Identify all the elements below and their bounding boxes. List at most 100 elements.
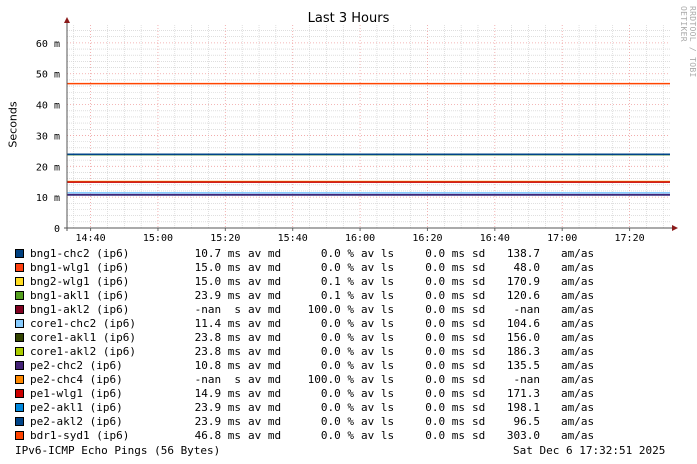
sd-value: 0.0 ms <box>425 387 465 400</box>
series-name: core1-chc2 (ip6) <box>30 317 136 330</box>
series-name: core1-akl1 (ip6) <box>30 331 136 344</box>
y-tick-label: 50 m <box>36 70 60 81</box>
median-value: 23.9 ms <box>194 401 241 414</box>
amas-label: am/as <box>561 289 595 302</box>
amas-value: -nan <box>513 373 541 386</box>
series-name: pe2-akl2 (ip6) <box>30 415 123 428</box>
y-tick-label: 60 m <box>36 39 60 50</box>
legend-swatch <box>15 389 24 398</box>
median-label: av md <box>248 373 282 386</box>
sd-label: sd <box>472 261 486 274</box>
median-value: 23.9 ms <box>194 415 241 428</box>
chart-title: Last 3 Hours <box>307 11 390 26</box>
series-name: bdr1-syd1 (ip6) <box>30 429 130 442</box>
legend-swatch <box>15 263 24 272</box>
amas-label: am/as <box>561 429 595 442</box>
loss-label: av ls <box>361 401 395 414</box>
median-label: av md <box>248 317 282 330</box>
probe-description: IPv6-ICMP Echo Pings (56 Bytes) <box>15 444 221 457</box>
loss-label: av ls <box>361 373 395 386</box>
loss-value: 0.0 % <box>320 247 354 260</box>
amas-label: am/as <box>561 373 595 386</box>
sd-value: 0.0 ms <box>425 415 465 428</box>
amas-value: 138.7 <box>506 247 540 260</box>
amas-value: 48.0 <box>513 261 541 274</box>
sd-label: sd <box>472 345 486 358</box>
sd-value: 0.0 ms <box>425 317 465 330</box>
series-name: bng1-wlg1 (ip6) <box>30 261 130 274</box>
sd-value: 0.0 ms <box>425 289 465 302</box>
median-label: av md <box>248 247 282 260</box>
sd-value: 0.0 ms <box>425 429 465 442</box>
series-name: bng1-akl2 (ip6) <box>30 303 130 316</box>
sd-label: sd <box>472 415 486 428</box>
legend-swatch <box>15 249 24 258</box>
sd-value: 0.0 ms <box>425 275 465 288</box>
loss-label: av ls <box>361 331 395 344</box>
loss-label: av ls <box>361 387 395 400</box>
median-value: 23.8 ms <box>194 331 241 344</box>
amas-label: am/as <box>561 317 595 330</box>
y-tick-label: 30 m <box>36 131 60 142</box>
loss-value: 0.1 % <box>320 289 354 302</box>
sd-label: sd <box>472 401 486 414</box>
x-tick-label: 17:00 <box>547 233 577 244</box>
legend-swatch <box>15 375 24 384</box>
median-value: 46.8 ms <box>194 429 241 442</box>
series-name: pe1-wlg1 (ip6) <box>30 387 123 400</box>
median-label: av md <box>248 331 282 344</box>
loss-value: 0.0 % <box>320 429 354 442</box>
median-label: av md <box>248 401 282 414</box>
median-label: av md <box>248 359 282 372</box>
x-tick-label: 15:20 <box>210 233 240 244</box>
sd-value: 0.0 ms <box>425 359 465 372</box>
amas-label: am/as <box>561 331 595 344</box>
amas-value: 170.9 <box>506 275 540 288</box>
amas-label: am/as <box>561 303 595 316</box>
loss-value: 0.0 % <box>320 387 354 400</box>
sd-value: 0.0 ms <box>425 247 465 260</box>
loss-value: 0.0 % <box>320 331 354 344</box>
y-tick-label: 20 m <box>36 162 60 173</box>
y-tick-label: 0 <box>54 224 60 235</box>
sd-value: 0.0 ms <box>425 303 465 316</box>
loss-value: 100.0 % <box>307 303 354 316</box>
median-value: 10.7 ms <box>194 247 241 260</box>
median-value: 23.8 ms <box>194 345 241 358</box>
x-axis-arrow <box>672 225 678 231</box>
series-name: pe2-chc4 (ip6) <box>30 373 123 386</box>
sd-label: sd <box>472 429 486 442</box>
loss-label: av ls <box>361 345 395 358</box>
graph-timestamp: Sat Dec 6 17:32:51 2025 <box>513 444 666 457</box>
median-value: 15.0 ms <box>194 275 241 288</box>
amas-value: 96.5 <box>513 415 541 428</box>
median-label: av md <box>248 387 282 400</box>
sd-label: sd <box>472 303 486 316</box>
legend-swatch <box>15 361 24 370</box>
y-axis-arrow <box>64 17 70 23</box>
legend-swatch <box>15 291 24 300</box>
loss-label: av ls <box>361 275 395 288</box>
amas-value: 104.6 <box>506 317 540 330</box>
median-value: -nan s <box>194 373 241 386</box>
amas-value: 198.1 <box>506 401 540 414</box>
series-name: pe2-akl1 (ip6) <box>30 401 123 414</box>
sd-label: sd <box>472 359 486 372</box>
loss-value: 0.0 % <box>320 359 354 372</box>
amas-label: am/as <box>561 359 595 372</box>
legend-swatch <box>15 347 24 356</box>
sd-label: sd <box>472 331 486 344</box>
series-name: pe2-chc2 (ip6) <box>30 359 123 372</box>
median-value: 15.0 ms <box>194 261 241 274</box>
x-tick-label: 17:20 <box>615 233 645 244</box>
amas-value: 171.3 <box>506 387 540 400</box>
